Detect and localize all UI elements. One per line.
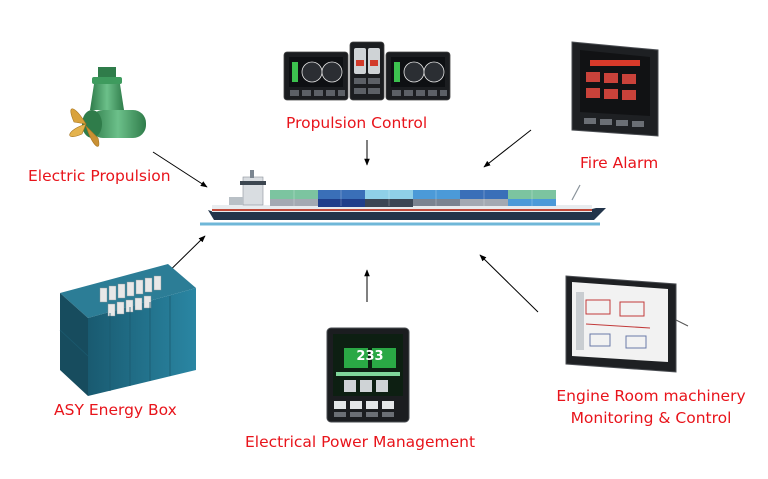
fire-alarm-panel-icon (571, 41, 659, 137)
arrow-engine-room (479, 254, 539, 313)
power-management-panel-icon (326, 327, 410, 423)
label-engine-room-line1: Engine Room machinery (556, 387, 746, 405)
label-power-management: Electrical Power Management (245, 433, 476, 451)
arrow-fire-alarm (483, 129, 532, 168)
arrows (149, 129, 539, 313)
label-electric-propulsion: Electric Propulsion (28, 167, 171, 185)
container-stacks (270, 190, 556, 207)
electric-propulsion-icon (69, 67, 146, 147)
energy-box-container-icon (59, 264, 196, 396)
propulsion-control-panel-icon (283, 41, 451, 101)
power-readout: 233 (356, 349, 384, 364)
label-engine-room-line2: Monitoring & Control (570, 409, 732, 427)
container-ship-icon (200, 170, 606, 226)
label-fire-alarm: Fire Alarm (580, 154, 659, 172)
arrow-electric-propulsion (152, 151, 208, 188)
label-energy-box: ASY Energy Box (54, 401, 177, 419)
label-propulsion-control: Propulsion Control (286, 114, 428, 132)
engine-room-panel-icon (565, 275, 689, 373)
